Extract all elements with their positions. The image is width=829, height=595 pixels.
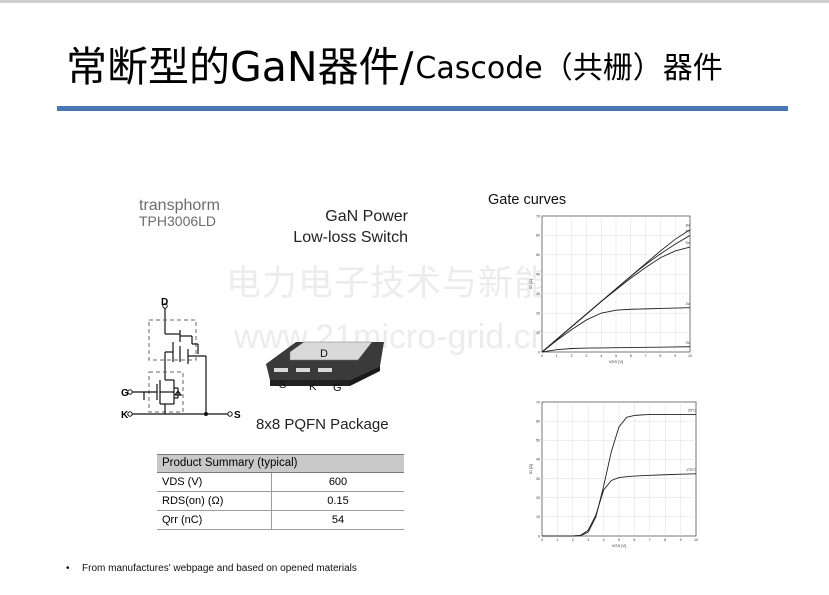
x-tick-label: 4 [603, 538, 605, 542]
x-tick-label: 0 [541, 354, 543, 358]
series-label: 25°C [688, 409, 696, 413]
series-line [542, 473, 697, 537]
y-tick-label: 0 [538, 350, 540, 354]
table-cell-param: RDS(on) (Ω) [157, 492, 272, 510]
x-axis-label: VGS [V] [612, 543, 626, 548]
schematic-d-label: D [161, 297, 168, 308]
cascode-schematic: D G K S [121, 297, 241, 421]
x-tick-label: 8 [664, 538, 666, 542]
footnote: • From manufactures' webpage and based on… [66, 563, 357, 574]
y-tick-label: 60 [536, 419, 540, 423]
table-row: Qrr (nC) 54 [157, 511, 404, 530]
y-axis-label: ID [A] [528, 279, 533, 289]
chart-1-title: Gate curves [488, 192, 567, 208]
table-cell-param: VDS (V) [157, 473, 272, 491]
schematic-s-label: S [234, 410, 241, 421]
x-tick-label: 5 [615, 354, 617, 358]
table-row: RDS(on) (Ω) 0.15 [157, 492, 404, 511]
y-tick-label: 10 [536, 515, 540, 519]
x-tick-label: 5 [618, 538, 620, 542]
series-line [541, 346, 691, 353]
x-tick-label: 10 [688, 354, 692, 358]
title-underline [57, 106, 788, 111]
tagline-line-2: Low-loss Switch [293, 229, 408, 246]
x-tick-label: 0 [541, 538, 543, 542]
y-tick-label: 70 [536, 400, 540, 404]
y-tick-label: 10 [536, 331, 540, 335]
y-tick-label: 0 [538, 534, 540, 538]
x-tick-label: 4 [600, 354, 602, 358]
table-cell-param: Qrr (nC) [157, 511, 272, 529]
package-label: 8x8 PQFN Package [256, 416, 389, 433]
table-cell-value: 0.15 [327, 495, 349, 507]
x-tick-label: 7 [645, 354, 647, 358]
part-number: TPH3006LD [139, 213, 217, 229]
footnote-text: From manufactures' webpage and based on … [82, 563, 357, 574]
product-summary-table: Product Summary (typical) VDS (V) 600 RD… [157, 454, 404, 530]
y-tick-label: 20 [536, 311, 540, 315]
series-label: 5V [686, 241, 691, 245]
x-tick-label: 3 [585, 354, 587, 358]
tagline-line-1: GaN Power [325, 208, 408, 225]
x-tick-label: 6 [630, 354, 632, 358]
title-main: 常断型的GaN器件/ [66, 43, 414, 91]
y-tick-label: 50 [536, 253, 540, 257]
y-tick-label: 20 [536, 496, 540, 500]
brand-block: transphorm TPH3006LD [139, 197, 220, 229]
y-tick-label: 40 [536, 273, 540, 277]
schematic-k-label: K [121, 410, 129, 421]
x-tick-label: 7 [649, 538, 651, 542]
table-cell-value: 600 [328, 476, 348, 488]
y-tick-label: 70 [536, 214, 540, 218]
table-cell-value: 54 [331, 514, 345, 526]
x-tick-label: 9 [674, 354, 676, 358]
y-tick-label: 40 [536, 458, 540, 462]
x-tick-label: 8 [659, 354, 661, 358]
x-tick-label: 3 [587, 538, 589, 542]
y-tick-label: 30 [536, 477, 540, 481]
x-tick-label: 1 [556, 354, 558, 358]
package-pad-g: G [333, 382, 342, 394]
series-label: 6V [686, 230, 691, 234]
title-sub: Cascode（共栅）器件 [415, 51, 723, 86]
bullet-icon: • [66, 563, 70, 574]
x-tick-label: 2 [571, 354, 573, 358]
x-tick-label: 2 [572, 538, 574, 542]
x-axis-label: VDS [V] [609, 359, 623, 364]
series-label: 3V [686, 341, 691, 345]
y-tick-label: 50 [536, 439, 540, 443]
brand-logo: transphorm [139, 197, 220, 214]
table-header: Product Summary (typical) [157, 454, 404, 473]
y-tick-label: 60 [536, 234, 540, 238]
product-tagline: GaN Power Low-loss Switch [258, 206, 408, 248]
schematic-g-label: G [121, 388, 129, 399]
series-label: 8V [686, 224, 691, 228]
package-pad-d: D [320, 348, 328, 360]
y-axis-label: ID [A] [528, 464, 533, 474]
series-line [541, 307, 691, 353]
series-label: 175°C [686, 468, 696, 472]
x-tick-label: 10 [694, 538, 698, 542]
package-pad-k: K [309, 381, 317, 393]
x-tick-label: 6 [633, 538, 635, 542]
x-tick-label: 9 [680, 538, 682, 542]
slide-title: 常断型的GaN器件/Cascode（共栅）器件 [66, 36, 723, 92]
series-label: 4V [686, 302, 691, 306]
top-border [0, 0, 829, 3]
x-tick-label: 1 [556, 538, 558, 542]
table-row: VDS (V) 600 [157, 473, 404, 492]
series-line [541, 246, 691, 353]
package-image: D S K G [266, 341, 384, 394]
package-pad-s: S [279, 379, 286, 391]
y-tick-label: 30 [536, 292, 540, 296]
